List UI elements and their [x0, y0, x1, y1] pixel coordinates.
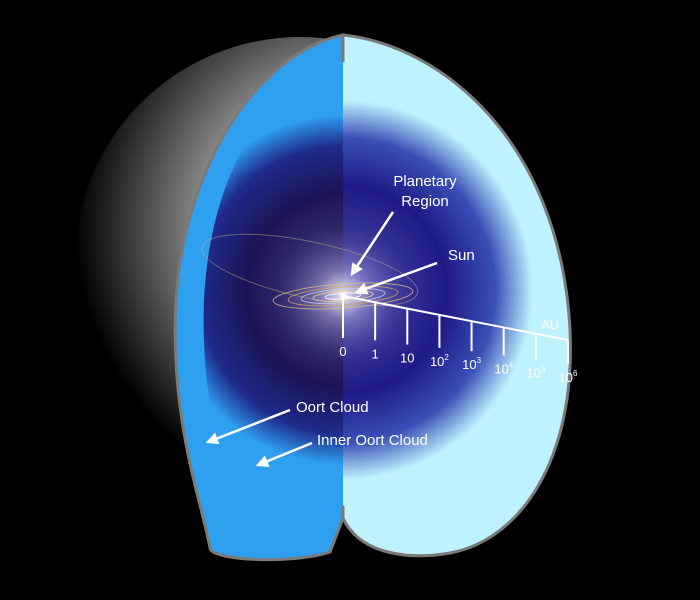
scale-tick-labels: 0 1 10 102 103 104 105 106: [339, 344, 578, 385]
sun-label: Sun: [448, 247, 475, 264]
planetary-region-label-line2: Region: [401, 193, 449, 210]
axis-unit-label: AU: [541, 317, 559, 332]
scale-tick-label-1: 1: [372, 346, 379, 361]
scale-tick-label-6: 105: [526, 365, 545, 381]
oort-cloud-label: Oort Cloud: [296, 399, 369, 416]
scale-axis-line: [342, 295, 569, 341]
interior-right: [343, 62, 541, 528]
inner-oort-cloud-label: Inner Oort Cloud: [317, 432, 428, 449]
scale-tick-label-3: 102: [430, 353, 449, 369]
planetary-region-arrow: [350, 211, 395, 277]
scale-tick-label-0: 0: [339, 344, 346, 359]
scale-tick-lines: [342, 296, 569, 364]
scale-tick-label-7: 106: [559, 369, 578, 385]
oort-cloud-arrow: [205, 408, 291, 445]
scale-tick-label-4: 103: [462, 356, 481, 372]
inner-oort-cloud-arrow: [255, 441, 313, 468]
scale-tick-label-2: 10: [400, 351, 414, 366]
sun-arrow: [354, 261, 438, 295]
scale-tick-label-5: 104: [494, 360, 513, 376]
planetary-region-label-line1: Planetary: [393, 173, 457, 190]
